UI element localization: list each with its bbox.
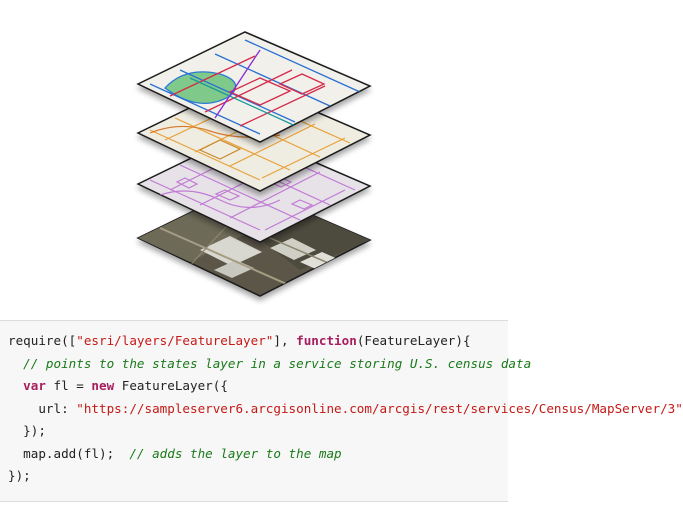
code-line: // points to the states layer in a servi… [8, 354, 531, 374]
code-token: map.add(fl); [8, 445, 130, 461]
code-token: "esri/layers/FeatureLayer" [76, 333, 274, 348]
code-line: map.add(fl); // adds the layer to the ma… [8, 444, 342, 464]
code-token: FeatureLayer({ [114, 378, 228, 393]
code-token: // adds the layer to the map [129, 445, 342, 461]
code-token: url: [8, 400, 77, 416]
code-token: function [296, 333, 357, 348]
code-token: // points to the states layer in a servi… [23, 355, 532, 371]
code-sample-panel: require(["esri/layers/FeatureLayer"], fu… [0, 320, 683, 502]
code-token [8, 356, 23, 371]
layer-stack-illustration [136, 31, 372, 297]
code-line: }); [8, 466, 31, 486]
code-token: }); [8, 468, 31, 483]
code-token: require([ [8, 333, 77, 348]
code-line: var fl = new FeatureLayer({ [8, 376, 228, 396]
code-token: new [91, 378, 115, 393]
code-token: ], [273, 333, 297, 348]
code-line: url: "https://sampleserver6.arcgisonline… [8, 399, 683, 419]
code-token: }); [8, 423, 46, 438]
streets-layer [136, 31, 372, 143]
code-token: "https://sampleserver6.arcgisonline.com/… [76, 400, 683, 416]
code-line: }); [8, 421, 46, 441]
code-token: (FeatureLayer){ [356, 333, 471, 348]
code-token: var [23, 378, 46, 393]
code-token: fl = [45, 378, 92, 393]
code-token [8, 378, 23, 393]
code-line: require(["esri/layers/FeatureLayer"], fu… [8, 331, 471, 351]
